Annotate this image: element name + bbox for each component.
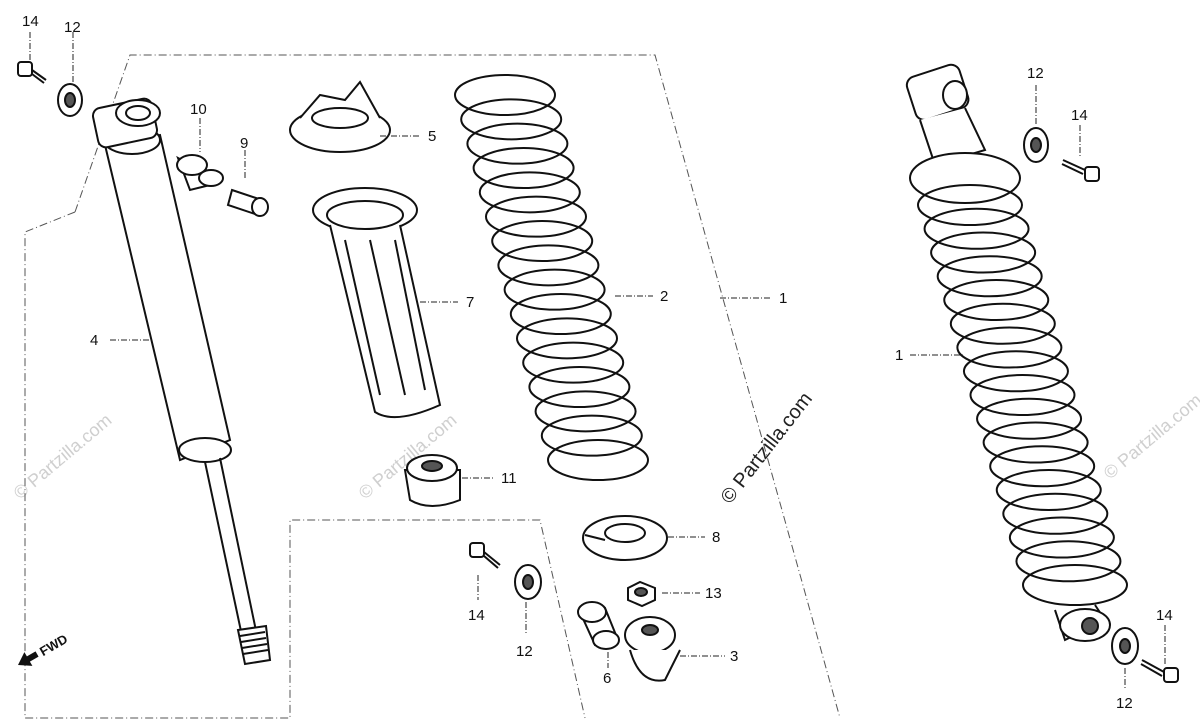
callout-12-top-left: 12 — [64, 19, 81, 36]
spring-seat-part — [289, 80, 391, 153]
assembly-boundary-left — [24, 211, 586, 719]
bump-rubber-part — [403, 454, 461, 507]
spring-coil — [917, 184, 1023, 226]
spring-coil — [962, 350, 1069, 393]
spring-coil — [1022, 564, 1128, 606]
callout-14-right-bottom: 14 — [1156, 607, 1173, 624]
lower-collar-part — [577, 601, 620, 650]
spring-coil — [497, 244, 600, 287]
spring-coil — [936, 255, 1043, 298]
spring-coil — [1008, 516, 1115, 559]
right-top-washer-part — [1023, 127, 1049, 163]
callout-13: 13 — [705, 585, 722, 602]
lower-washer-part — [514, 564, 542, 600]
lower-joint-part — [624, 616, 681, 682]
spring-coil — [989, 445, 1096, 488]
spring-coil — [466, 122, 569, 165]
coil-spring-part — [454, 74, 649, 481]
spring-coil — [982, 421, 1089, 464]
spring-coil — [949, 302, 1056, 345]
callout-9: 9 — [240, 135, 248, 152]
dust-boot-part — [312, 187, 442, 419]
callout-14-top-left: 14 — [22, 13, 39, 30]
spring-coil — [522, 341, 625, 384]
assembly-boundary-top — [74, 54, 841, 719]
spring-coil — [460, 98, 563, 141]
bolt-part — [17, 61, 47, 84]
spring-coil — [969, 374, 1076, 416]
spring-coil — [503, 268, 606, 311]
forward-label: FWD — [37, 631, 70, 659]
callout-labels: 14 12 10 9 5 7 2 1 4 11 8 13 3 6 14 12 1… — [22, 13, 1173, 712]
spring-coil — [472, 147, 575, 189]
spring-coil — [976, 397, 1083, 440]
spring-coil — [478, 171, 581, 214]
right-top-bolt-part — [1061, 159, 1100, 182]
callout-10: 10 — [190, 101, 207, 118]
spring-coil — [528, 366, 631, 408]
spring-coil — [454, 74, 556, 116]
right-bottom-bolt-part — [1140, 659, 1179, 683]
spring-coil — [923, 207, 1030, 250]
spring-coil — [1002, 492, 1109, 535]
callout-5: 5 — [428, 128, 436, 145]
damper-body-part — [91, 97, 272, 666]
spring-coil — [956, 326, 1063, 369]
callout-6: 6 — [603, 670, 611, 687]
watermark-main: © Partzilla.com — [717, 388, 817, 508]
callout-14-right-top: 14 — [1071, 107, 1088, 124]
callout-11: 11 — [501, 470, 517, 487]
callout-12-right-top: 12 — [1027, 65, 1044, 82]
assembled-shock-part — [905, 63, 1128, 642]
callout-8: 8 — [712, 529, 720, 546]
spring-coil — [534, 390, 637, 433]
callout-3: 3 — [730, 648, 738, 665]
collar-part — [226, 188, 269, 217]
spring-coil — [930, 231, 1037, 274]
watermark-faint-right: © Partzilla.com — [1100, 390, 1200, 483]
spring-coil — [540, 414, 643, 457]
bushing-part — [176, 154, 224, 192]
leader-lines — [29, 32, 1166, 690]
callout-4: 4 — [90, 332, 98, 349]
right-bottom-washer-part — [1111, 627, 1139, 665]
callout-1-right: 1 — [895, 347, 903, 364]
spring-coil — [485, 195, 587, 238]
callout-2: 2 — [660, 288, 668, 305]
callout-14-bottom: 14 — [468, 607, 485, 624]
callout-12-right-bottom: 12 — [1116, 695, 1133, 712]
spring-coil — [547, 439, 649, 481]
spring-coil — [491, 220, 594, 262]
forward-arrow-icon: FWD — [18, 631, 70, 666]
spring-coil — [995, 469, 1102, 511]
lower-bolt-part — [469, 542, 501, 569]
spring-coil — [943, 279, 1050, 321]
spring-coil — [509, 293, 612, 335]
callout-7: 7 — [466, 294, 474, 311]
spring-stopper-part — [582, 515, 668, 561]
washer-part — [57, 83, 83, 117]
spring-coil — [1015, 540, 1122, 583]
callout-1-center: 1 — [779, 290, 787, 307]
watermark-faint-left: © Partzilla.com — [10, 410, 116, 503]
lock-nut-part — [627, 580, 656, 608]
callout-12-bottom: 12 — [516, 643, 533, 660]
spring-coil — [516, 317, 618, 360]
